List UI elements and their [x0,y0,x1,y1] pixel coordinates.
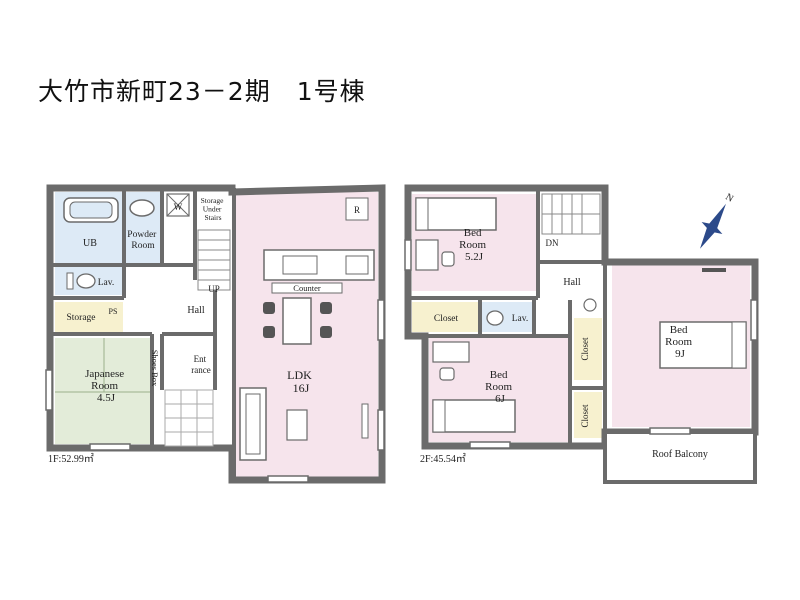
label-r: R [354,205,360,215]
room-ps [104,304,121,318]
toilet-2f [486,310,504,326]
label-storage-under-stairs: Storage Under Stairs [201,196,226,222]
refrigerator [345,197,369,221]
label-powder-room: Powder Room [127,230,158,251]
label-counter: Counter [293,283,321,293]
floor-2: Bed Room 5.2J DN Hall Closet Lav. Bed Ro… [404,184,759,484]
label-lav-1f: Lav. [98,278,115,288]
label-ps: PS [109,307,118,316]
stairs-1f [197,229,231,291]
label-bed-6: Bed Room 6J [485,369,515,405]
label-bed-52: Bed Room 5.2J [459,227,489,263]
label-entrance: Ent rance [191,354,210,375]
bed-6-furniture [432,399,516,433]
room-closet-2f [412,302,480,332]
entrance-floor [164,389,214,447]
label-up: UP [208,284,220,294]
compass-icon: N [700,192,735,249]
label-closet-v2: Closet [580,404,590,428]
label-w: W [174,202,183,212]
page-title: 大竹市新町23－2期 1号棟 [38,77,366,106]
room-closet-v1 [574,318,602,380]
label-bed-9: Bed Room 9J [665,324,695,360]
stairs-2f [541,193,601,235]
room-closet-v2 [574,392,602,438]
desk-52 [415,239,439,271]
label-roof-balcony: Roof Balcony [652,449,708,460]
hall-fixture [583,298,597,312]
washbasin [129,199,155,217]
chair-52 [441,251,455,267]
tatami-lines [55,338,150,393]
floor-1: UB Lav. Powder Room W Storage Under Stai… [45,184,386,484]
walls-interior-2f [408,188,607,446]
counter [271,282,343,294]
label-closet-v1: Closet [580,337,590,361]
label-hall-1f: Hall [187,305,204,316]
label-ub: UB [83,238,97,249]
windows-1f [45,299,385,483]
label-closet-2f: Closet [434,314,459,324]
label-area-2f: 2F:45.54㎡ [420,453,466,465]
dining-table [282,297,312,345]
label-dn: DN [546,238,559,248]
label-ldk: LDK 16J [287,368,315,395]
label-hall-2f: Hall [563,277,580,288]
desk-6 [432,341,470,363]
compass-label: N [723,192,735,205]
shelf-9 [702,268,726,272]
coffee-table [286,409,308,441]
dining-chairs [263,302,332,338]
tv-stand [361,403,369,439]
roof-balcony-outline [603,430,757,484]
toilet-1f [76,273,96,289]
label-area-1f: 1F:52.99㎡ [48,453,94,465]
label-japanese-room: Japanese Room 4.5J [85,368,127,404]
walls-interior-1f [50,188,236,480]
chair-6 [439,367,455,381]
label-storage-1f: Storage [66,313,95,323]
windows-2f [404,239,758,449]
label-lav-2f: Lav. [512,314,529,324]
label-shoes-box: Shoes Box [150,350,160,387]
